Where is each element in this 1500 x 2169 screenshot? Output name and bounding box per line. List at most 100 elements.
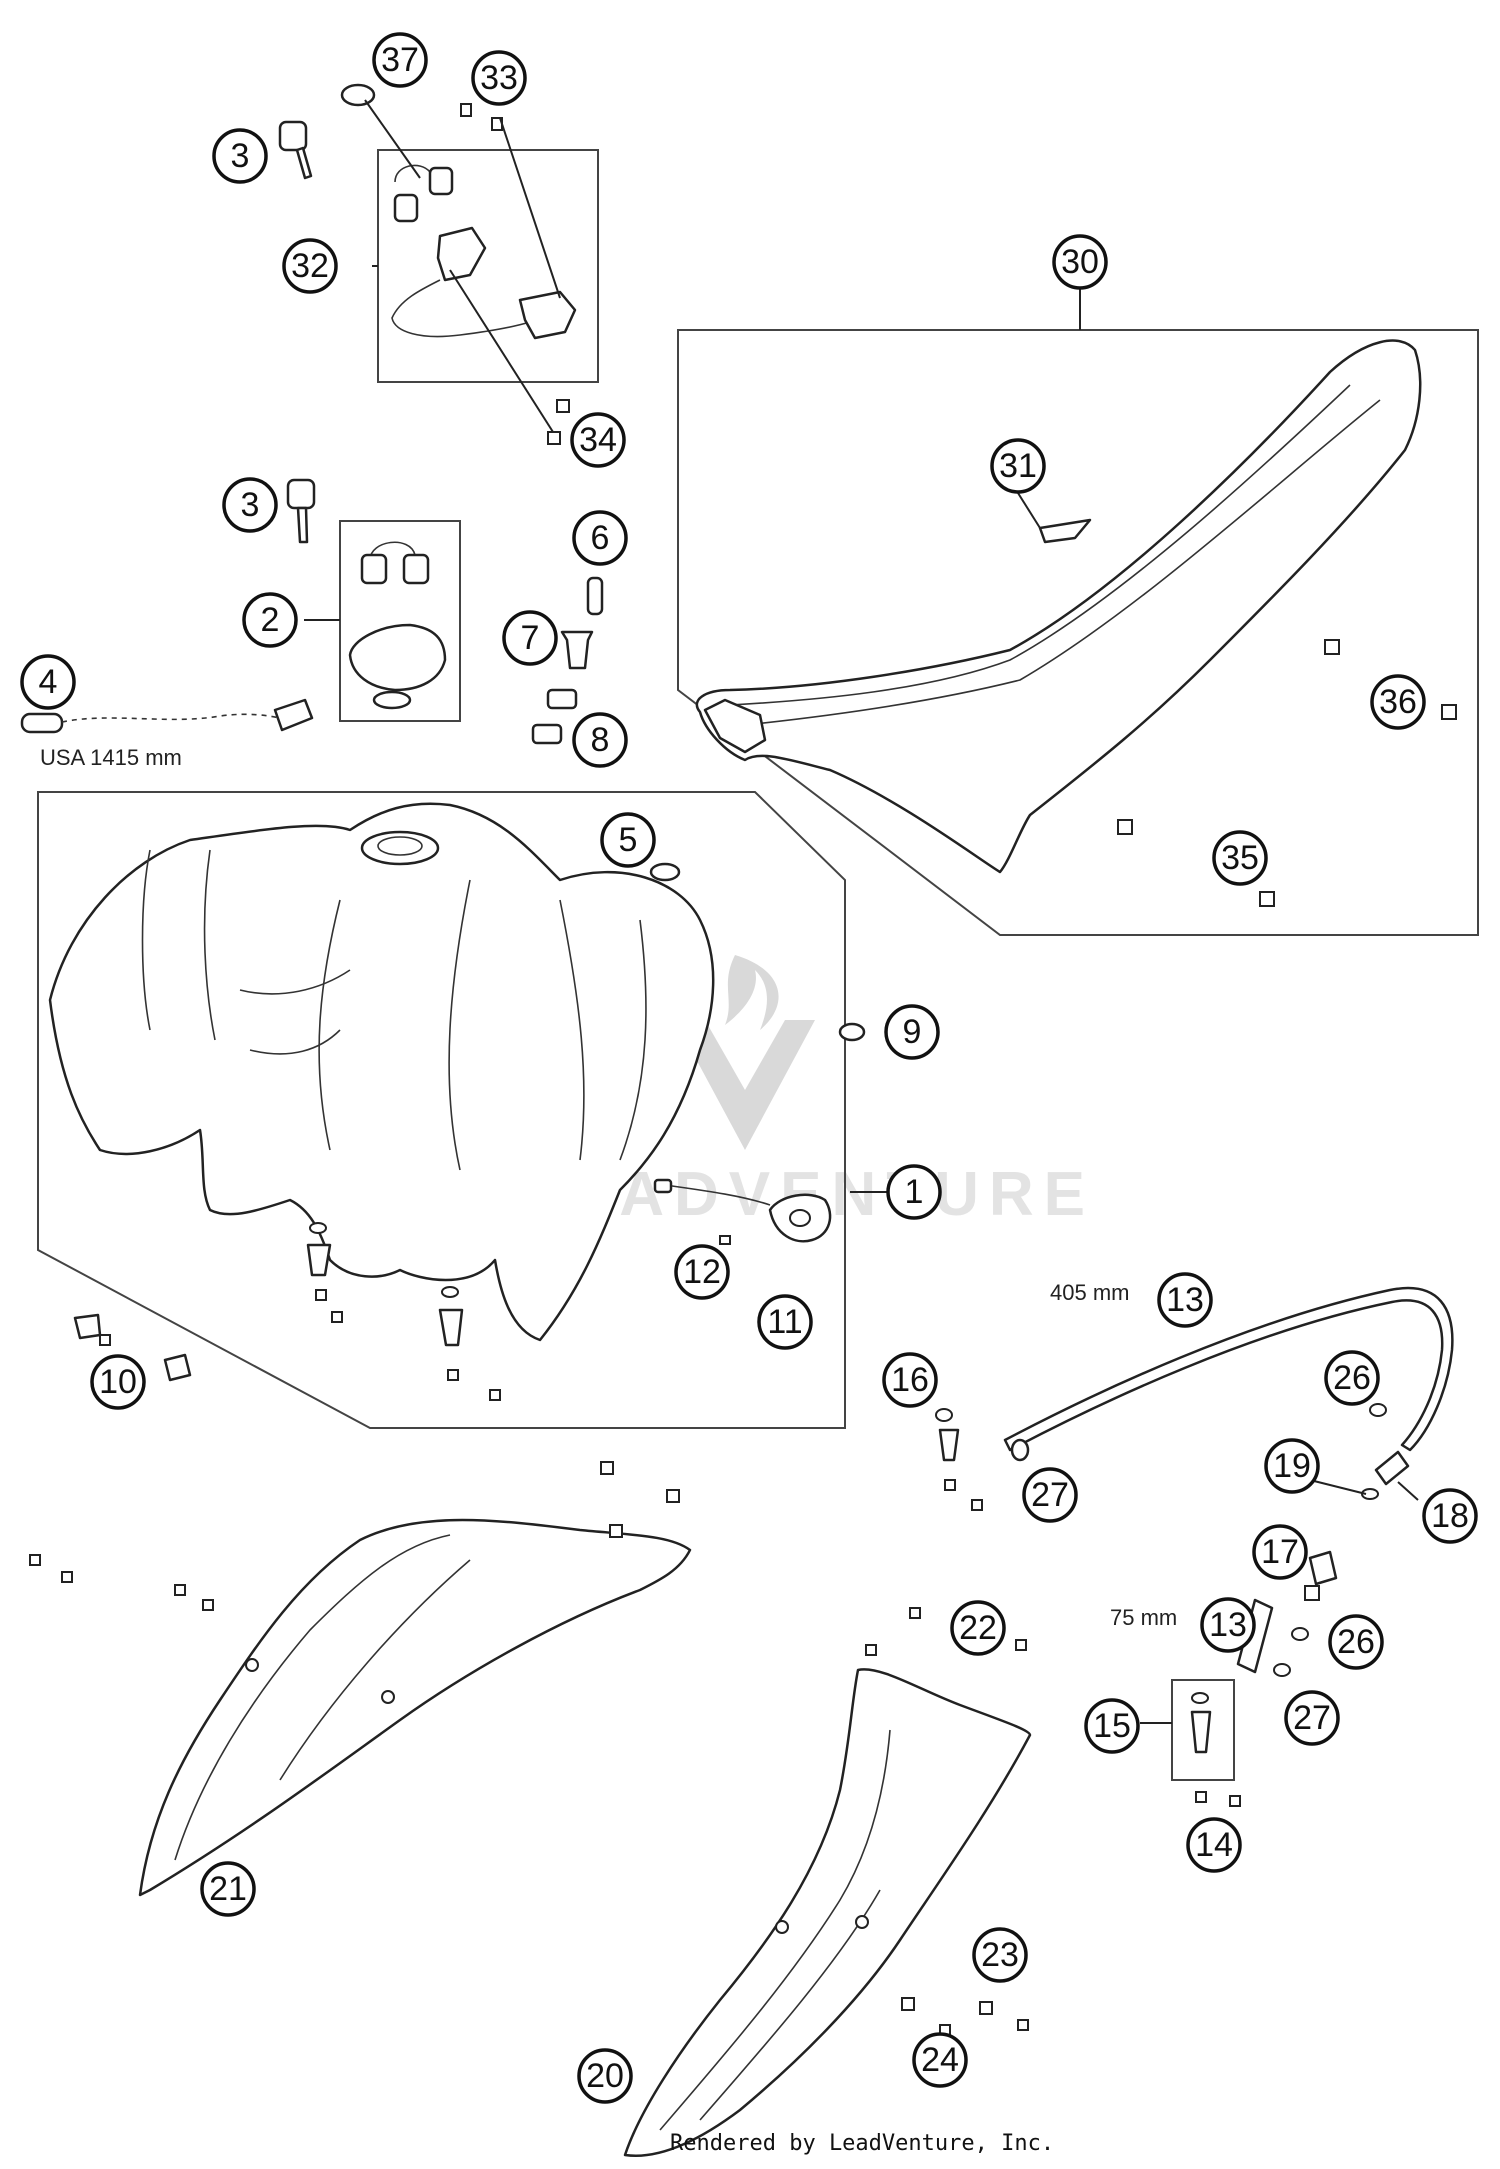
callout-27-lower: 27: [1284, 1690, 1340, 1746]
svg-text:7: 7: [521, 619, 540, 657]
callout-2: 2: [242, 592, 298, 648]
callout-15: 15: [1084, 1698, 1140, 1754]
svg-text:18: 18: [1431, 1497, 1469, 1535]
seat-part: [695, 339, 1422, 874]
seat-frame: [677, 329, 1479, 936]
callout-32: 32: [282, 238, 338, 294]
fuel-pump-part: [653, 1178, 832, 1243]
svg-text:16: 16: [891, 1361, 929, 1399]
svg-text:24: 24: [921, 2041, 959, 2079]
breather-hose-part: [20, 698, 314, 734]
svg-text:8: 8: [591, 721, 610, 759]
callout-7: 7: [502, 610, 558, 666]
callout-31: 31: [990, 438, 1046, 494]
svg-text:26: 26: [1337, 1623, 1375, 1661]
quick-coupling-part: [1361, 1450, 1410, 1500]
fuel-tap-frame: [1171, 1679, 1235, 1781]
callout-23: 23: [972, 1927, 1028, 1983]
callout-12: 12: [674, 1244, 730, 1300]
footer-credit: Rendered by LeadVenture, Inc.: [670, 2131, 1054, 2156]
callout-33: 33: [471, 50, 527, 106]
callout-26-upper: 26: [1324, 1350, 1380, 1406]
key-part: [286, 478, 316, 544]
tank-cap-part: [348, 541, 447, 710]
callout-22: 22: [950, 1600, 1006, 1656]
callout-8: 8: [572, 712, 628, 768]
svg-text:26: 26: [1333, 1359, 1371, 1397]
hose-clamp-part: [1010, 1438, 1030, 1462]
svg-text:21: 21: [209, 1870, 247, 1908]
svg-text:4: 4: [39, 663, 58, 701]
fuel-tank-part: [48, 802, 715, 1342]
grommet-part: [340, 83, 376, 107]
callout-26-lower: 26: [1328, 1614, 1384, 1670]
screw-part: [865, 1607, 1029, 2036]
svg-text:33: 33: [480, 59, 518, 97]
callout-18: 18: [1422, 1488, 1478, 1544]
rubber-buffer-part: [73, 1313, 192, 1382]
left-side-panel-part: [138, 1518, 692, 1897]
ignition-lock-frame: [377, 149, 599, 383]
svg-text:37: 37: [381, 41, 419, 79]
svg-text:3: 3: [241, 486, 260, 524]
nut-part: [547, 399, 570, 445]
o-ring-part: [935, 1408, 953, 1422]
callout-9: 9: [884, 1004, 940, 1060]
svg-text:36: 36: [1379, 683, 1417, 721]
callout-37: 37: [372, 32, 428, 88]
spring-part: [531, 688, 578, 745]
callout-14: 14: [1186, 1817, 1242, 1873]
svg-text:35: 35: [1221, 839, 1259, 877]
svg-text:27: 27: [1031, 1476, 1069, 1514]
svg-text:19: 19: [1273, 1447, 1311, 1485]
callout-21: 21: [200, 1861, 256, 1917]
fuel-hose-part: [1003, 1286, 1454, 1452]
svg-text:10: 10: [99, 1363, 137, 1401]
svg-text:1: 1: [905, 1173, 924, 1211]
hose-length-long: 405 mm: [1050, 1280, 1129, 1305]
callout-16: 16: [882, 1352, 938, 1408]
fuel-tap-part: [306, 1222, 501, 1401]
o-ring-part: [719, 1235, 731, 1245]
svg-text:32: 32: [291, 247, 329, 285]
svg-text:22: 22: [959, 1609, 997, 1647]
svg-text:13: 13: [1166, 1281, 1204, 1319]
hose-length-usa: USA 1415 mm: [40, 745, 182, 770]
clamp-part: [1369, 1403, 1387, 1417]
right-side-panel-part: [623, 1668, 1032, 2157]
svg-text:31: 31: [999, 447, 1037, 485]
clamp-part: [1273, 1663, 1291, 1677]
callout-10: 10: [90, 1354, 146, 1410]
plug-part: [649, 862, 681, 882]
svg-text:6: 6: [591, 519, 610, 557]
svg-text:3: 3: [231, 137, 250, 175]
callout-35: 35: [1212, 830, 1268, 886]
callout-24: 24: [912, 2032, 968, 2088]
ignition-lock-part: [391, 164, 577, 340]
callout-6: 6: [572, 510, 628, 566]
svg-text:14: 14: [1195, 1826, 1233, 1864]
callout-3-middle: 3: [222, 477, 278, 533]
callout-27-upper: 27: [1022, 1467, 1078, 1523]
callout-36: 36: [1370, 674, 1426, 730]
svg-text:2: 2: [261, 601, 280, 639]
nut-part: [1117, 639, 1457, 907]
callout-3-top: 3: [212, 128, 268, 184]
fitting-part: [1304, 1550, 1338, 1601]
clamp-part: [1291, 1627, 1309, 1641]
fuel-tap-part: [938, 1428, 983, 1511]
svg-text:15: 15: [1093, 1707, 1131, 1745]
pin-part: [586, 576, 604, 616]
fuel-tank-frame: [37, 791, 846, 1429]
callout-5: 5: [600, 812, 656, 868]
svg-text:30: 30: [1061, 243, 1099, 281]
svg-text:23: 23: [981, 1936, 1019, 1974]
fuel-tap-part: [1190, 1692, 1212, 1754]
svg-text:13: 13: [1209, 1606, 1247, 1644]
callout-17: 17: [1252, 1524, 1308, 1580]
callout-20: 20: [577, 2048, 633, 2104]
callout-13-short: 13: [1200, 1597, 1256, 1653]
hose-length-short: 75 mm: [1110, 1605, 1177, 1630]
svg-text:5: 5: [619, 821, 638, 859]
